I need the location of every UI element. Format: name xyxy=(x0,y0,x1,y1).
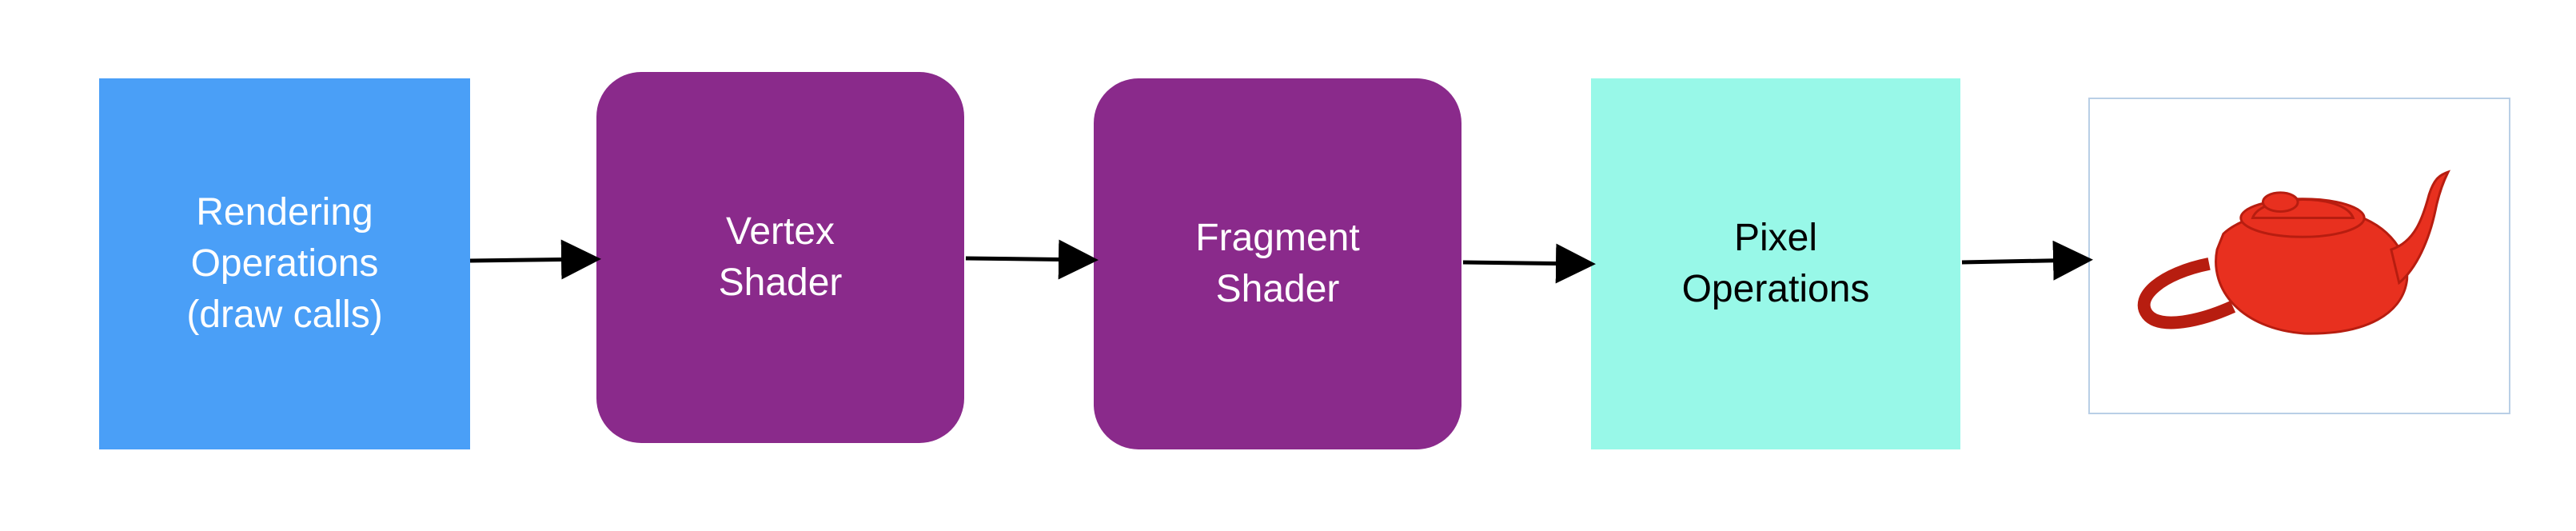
vertex-shader-label: Vertex Shader xyxy=(718,210,843,304)
vertex-shader-box: Vertex Shader xyxy=(596,72,964,443)
pixel-operations-box: Pixel Operations xyxy=(1591,78,1960,449)
arrow-rendering-to-vertex xyxy=(469,239,601,280)
fragment-shader-box: Fragment Shader xyxy=(1094,78,1461,449)
arrow-fragment-to-pixel xyxy=(1462,243,1596,284)
arrow-vertex-to-fragment xyxy=(965,239,1099,280)
rendering-operations-label: Rendering Operations (draw calls) xyxy=(186,191,383,336)
arrow-pixel-to-output xyxy=(1961,240,2093,281)
fragment-shader-label: Fragment Shader xyxy=(1195,217,1360,310)
pixel-operations-label: Pixel Operations xyxy=(1681,217,1870,310)
rendered-output-frame xyxy=(2088,98,2510,414)
teapot-icon xyxy=(2137,170,2451,335)
rendering-operations-box: Rendering Operations (draw calls) xyxy=(99,78,470,449)
